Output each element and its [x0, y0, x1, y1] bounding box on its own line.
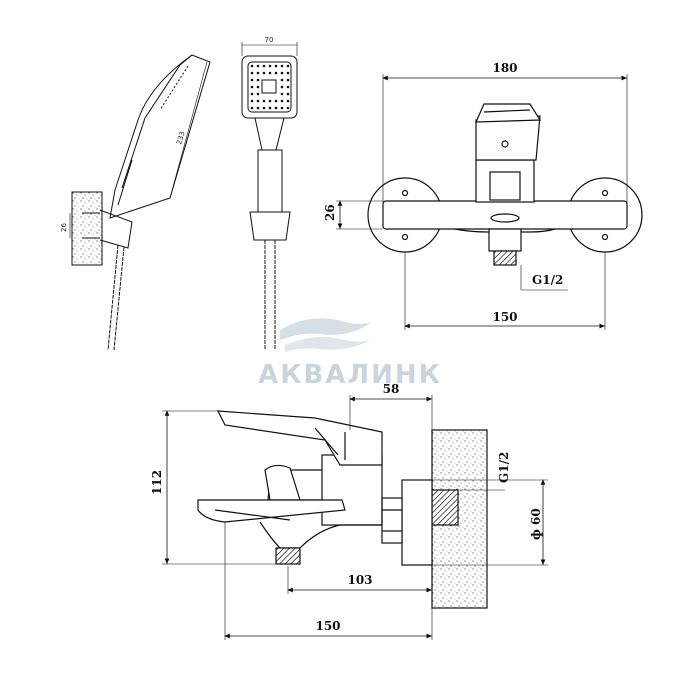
dim-bracket-26: 26: [60, 223, 68, 232]
dim-flange-diameter: ф 60: [529, 508, 543, 540]
dim-thread-side: G1/2: [497, 452, 511, 483]
dim-total-length-150: 150: [315, 619, 340, 633]
spray-nozzles: [250, 64, 290, 110]
dim-depth-58: 58: [383, 382, 400, 396]
dim-height-112: 112: [150, 470, 164, 495]
dim-centers-150: 150: [492, 310, 517, 324]
dim-width-70: 70: [265, 36, 274, 44]
watermark-logo: АКВАЛИНК: [258, 318, 442, 390]
dim-height-26: 26: [323, 204, 337, 221]
wall-section: [71, 191, 103, 266]
hand-shower-front-view: [241, 42, 298, 350]
hand-shower-side-view: [69, 54, 211, 351]
dim-length-233: 233: [175, 130, 186, 145]
dim-thread-front: G1/2: [532, 273, 563, 287]
dim-spout-reach-103: 103: [347, 573, 372, 587]
watermark-text: АКВАЛИНК: [258, 360, 442, 390]
mixer-side-view: [162, 395, 548, 640]
threaded-insert: [431, 489, 459, 526]
mixer-front-view: [336, 74, 643, 330]
dim-overall-width-180: 180: [492, 61, 517, 75]
